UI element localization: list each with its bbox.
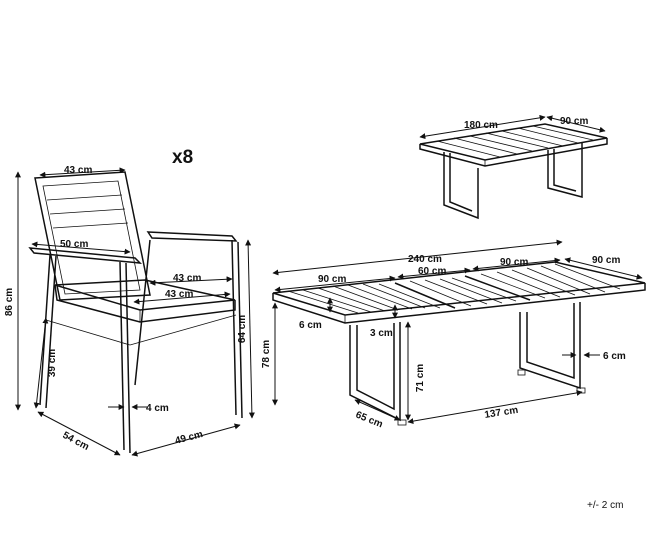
table-section-right-label: 90 cm <box>500 257 528 268</box>
chair-top-width-label: 43 cm <box>64 165 92 176</box>
table-open-drawing <box>272 261 646 426</box>
chair-depth-label: 54 cm <box>61 430 91 453</box>
chair-dimensions <box>15 167 255 457</box>
table-frame-depth-label: 65 cm <box>354 410 385 431</box>
table-closed-drawing <box>419 123 608 220</box>
table-width-label: 90 cm <box>592 255 620 266</box>
table-section-mid-label: 60 cm <box>418 266 446 277</box>
chair-seat-depth-label: 43 cm <box>165 289 193 300</box>
chair-seat-width-label: 43 cm <box>173 273 201 284</box>
table-closed-width-label: 90 cm <box>560 116 588 127</box>
table-clearance-label: 71 cm <box>415 364 426 392</box>
chair-arm-width-label: 50 cm <box>60 239 88 250</box>
quantity-label: x8 <box>172 147 193 168</box>
table-gap-label: 3 cm <box>370 328 393 339</box>
table-total-length-label: 240 cm <box>408 254 442 265</box>
table-frame-length-label: 137 cm <box>484 405 519 421</box>
table-height-label: 78 cm <box>261 340 272 368</box>
tolerance-note: +/- 2 cm <box>587 500 623 511</box>
table-section-left-label: 90 cm <box>318 274 346 285</box>
table-closed-dimensions <box>419 114 606 140</box>
table-top-thickness-label: 6 cm <box>299 320 322 331</box>
chair-leg-label: 4 cm <box>146 403 169 414</box>
table-open-dimensions <box>272 239 643 425</box>
table-leg-width-label: 6 cm <box>603 351 626 362</box>
chair-width-label: 49 cm <box>174 429 204 447</box>
table-closed-length-label: 180 cm <box>464 120 498 131</box>
chair-seat-height-label: 39 cm <box>47 349 58 377</box>
chair-height-label: 86 cm <box>4 288 15 316</box>
chair-drawing <box>28 171 243 454</box>
chair-arm-height-label: 64 cm <box>237 315 248 343</box>
